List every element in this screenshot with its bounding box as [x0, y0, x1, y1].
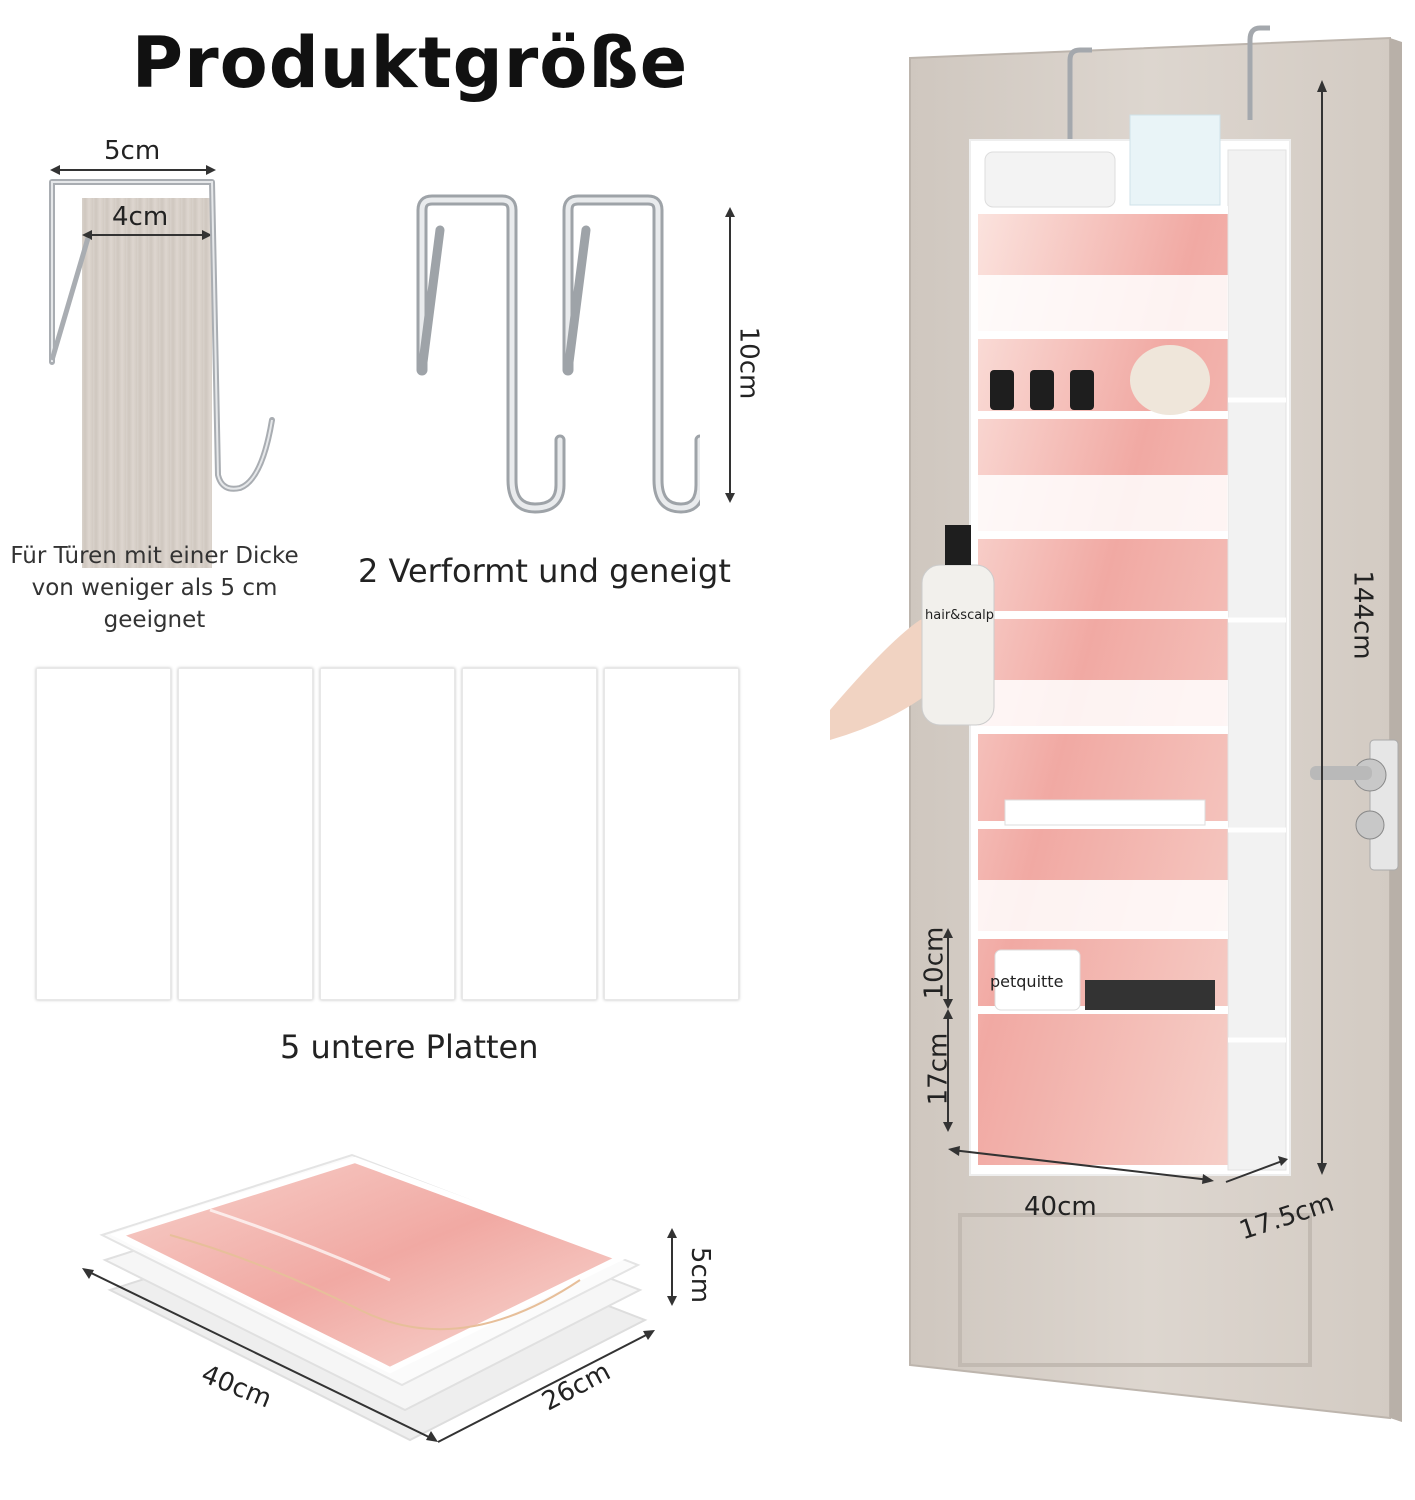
bottom-board — [178, 668, 313, 1000]
folded-section: 40cm 26cm 5cm — [60, 1140, 740, 1480]
hook-detail-section: 5cm 4cm Für Türen mit einer Dicke von we… — [0, 130, 330, 650]
door-organizer-image — [830, 25, 1402, 1422]
hooks-caption: 2 Verformt und geneigt — [358, 552, 731, 590]
organizer-height-label: 144cm — [1347, 570, 1378, 660]
boards-section: 5 untere Platten — [36, 668, 740, 1068]
door-edge-sample — [82, 198, 212, 568]
hooks-height-label: 10cm — [733, 326, 764, 400]
bottom-board — [462, 668, 597, 1000]
folded-organizer-image — [82, 1153, 677, 1443]
door-hook-pair-icon — [416, 194, 700, 514]
boards-caption: 5 untere Platten — [280, 1028, 539, 1066]
hook-outer-width-label: 5cm — [104, 136, 161, 166]
bottom-board — [604, 668, 739, 1000]
hooks-height-arrow — [725, 207, 735, 503]
hook-caption: Für Türen mit einer Dicke von weniger al… — [10, 543, 299, 633]
folded-thickness-label: 5cm — [685, 1246, 716, 1304]
bottom-board — [320, 668, 455, 1000]
organizer-width-label: 40cm — [1024, 1192, 1097, 1222]
page-title: Produktgröße — [131, 22, 689, 104]
pack-label: petquitte — [990, 972, 1064, 991]
bottom-board — [36, 668, 171, 1000]
hook-icon — [49, 165, 275, 492]
hooks-pair-section: 10cm 2 Verformt und geneigt — [340, 190, 780, 600]
bottle-label: hair&scalp — [925, 608, 995, 623]
pocket-large-label: 17cm — [923, 1032, 954, 1106]
hook-inner-width-label: 4cm — [112, 202, 169, 232]
door-section: hair&scalp petquitte 144cm 40cm 17.5cm 1… — [830, 20, 1415, 1490]
pocket-small-label: 10cm — [919, 926, 950, 1000]
